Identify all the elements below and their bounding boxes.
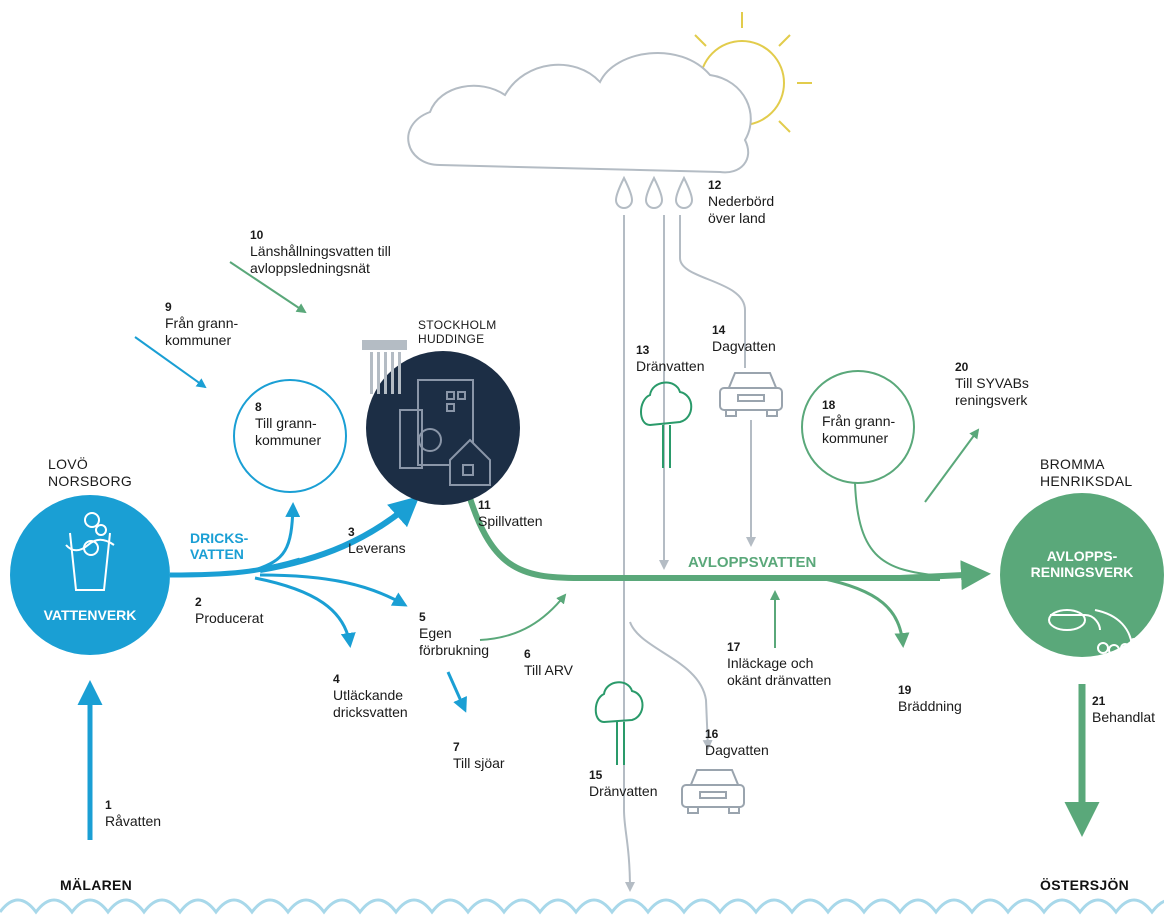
wave-icon: [0, 898, 1164, 915]
place-stockholm-huddinge: STOCKHOLM HUDDINGE: [418, 318, 497, 346]
outlet-pipe-icon: [1048, 609, 1138, 656]
spillvatten-line: [463, 484, 940, 581]
vattenverk-circle: [10, 495, 170, 655]
dricksvatten-label: DRICKS- VATTEN: [190, 530, 249, 562]
till-sjoar-arrow: [446, 671, 467, 713]
lanshallning-arrow: [229, 261, 307, 314]
avloppsvatten-arrow: [899, 560, 991, 591]
grey-flows: [623, 215, 756, 892]
place-lovo-norsborg: LOVÖ NORSBORG: [48, 456, 133, 489]
avloppsreningsverk-label: AVLOPPS- RENINGSVERK: [1030, 548, 1134, 580]
leverans-arrow: [259, 496, 420, 573]
tree-icon: [640, 381, 693, 468]
braddning-arrow: [819, 576, 910, 648]
green-flows: [229, 261, 1100, 837]
egen-forbrukning-arrow: [259, 573, 408, 607]
car-icon: [719, 372, 783, 417]
till-arv-arrow: [479, 593, 567, 641]
place-ostersjon: ÖSTERSJÖN: [1040, 877, 1130, 893]
fran-grann-circle: [801, 370, 915, 484]
avloppsvatten-label: AVLOPPSVATTEN: [688, 554, 817, 571]
fran-grann-ut-arrow: [854, 482, 941, 577]
blue-flows: [77, 336, 467, 840]
precip-line-15: [623, 215, 635, 892]
vattenverk-label: VATTENVERK: [43, 607, 137, 623]
tree-icon: [594, 681, 644, 765]
avloppsreningsverk-circle: [1000, 493, 1164, 657]
precip-line-14: [679, 215, 746, 368]
cloud-icon: [407, 52, 752, 174]
stockholm-circle: [366, 351, 520, 505]
car-icon: [681, 769, 745, 814]
dagvatten-16-line: [629, 621, 713, 750]
shower-icon: [362, 340, 407, 394]
building-icon: [399, 379, 474, 469]
fran-grann-in-arrow: [134, 336, 207, 389]
syvab-arrow: [924, 428, 980, 503]
utlackande-arrow: [254, 576, 356, 648]
water-glass-icon: [65, 512, 115, 591]
raindrop-icon: [614, 175, 694, 209]
wave-line: [0, 898, 1164, 915]
place-bromma-henriksdal: BROMMA HENRIKSDAL: [1040, 456, 1133, 489]
till-grann-arrow: [254, 502, 301, 572]
place-malaren: MÄLAREN: [60, 877, 133, 893]
house-icon: [449, 438, 491, 486]
till-grann-circle: [233, 379, 347, 493]
